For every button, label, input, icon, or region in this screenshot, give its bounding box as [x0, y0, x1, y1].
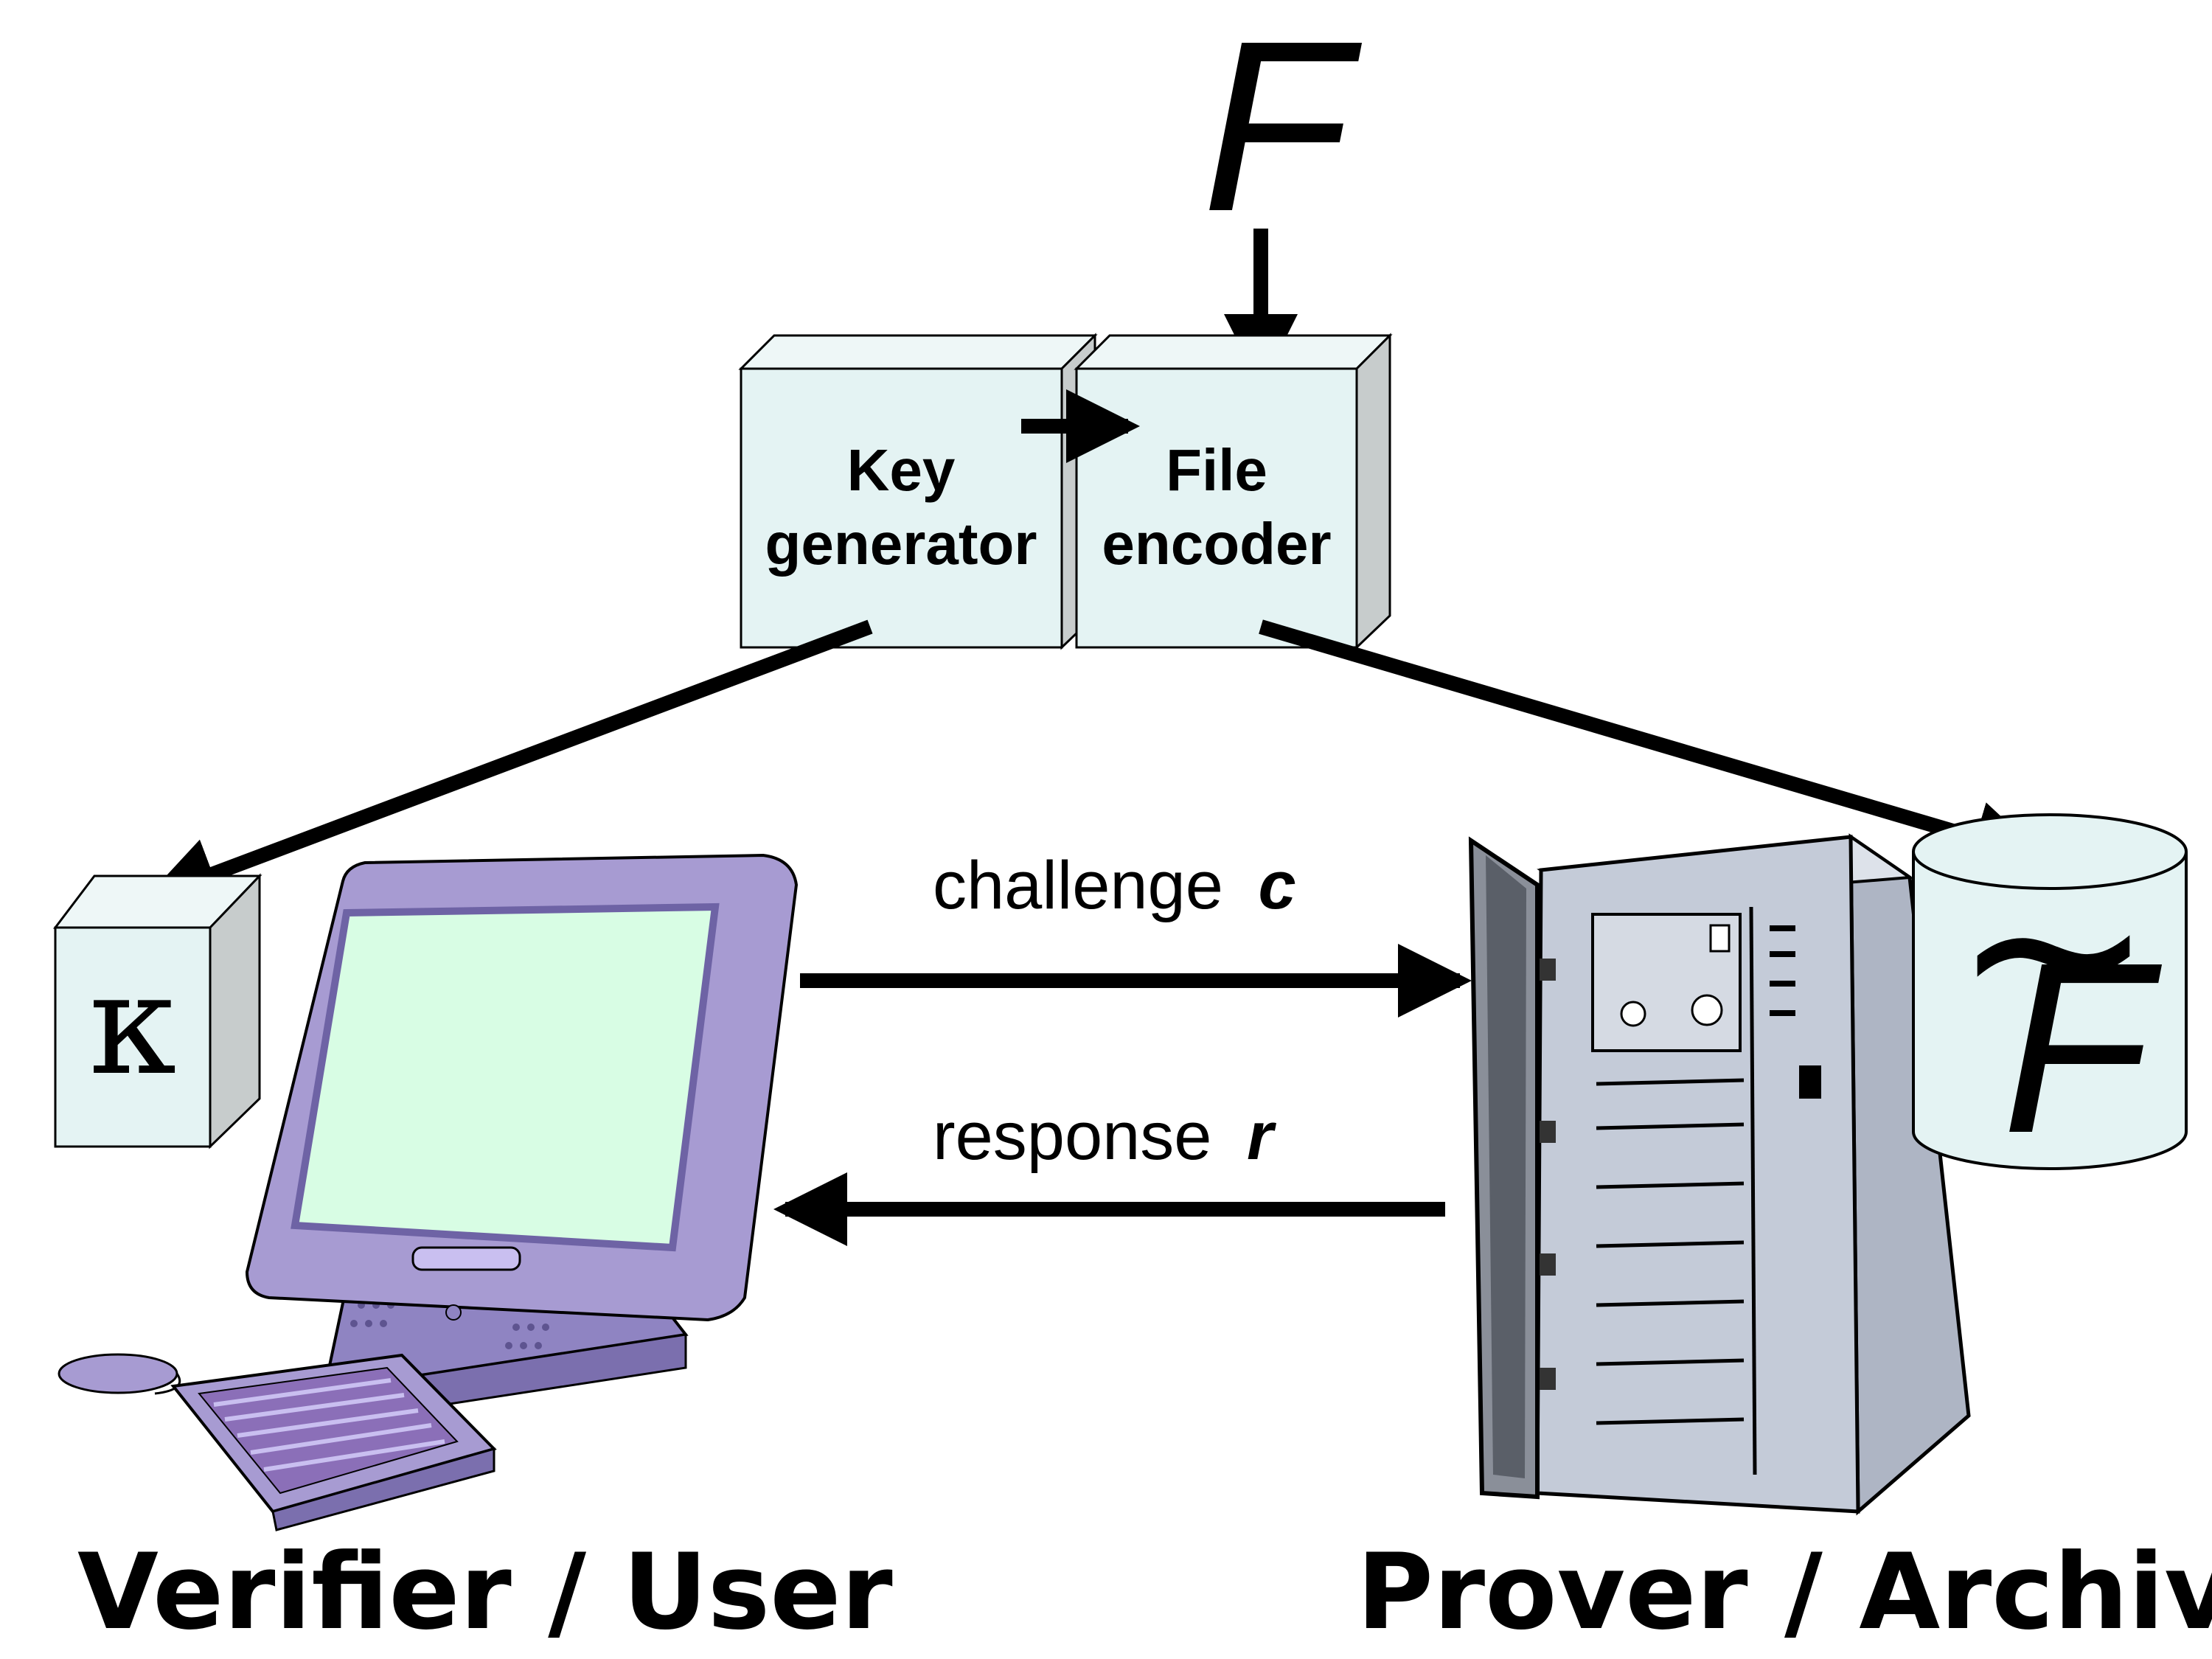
key-generator-label-line2: generator — [765, 511, 1037, 577]
response-label: response r — [933, 1099, 1276, 1174]
file-encoder-box: File encoder — [1074, 333, 1393, 650]
key-box: κ — [52, 873, 262, 1150]
database-cylinder-icon: ~ F — [1912, 807, 2188, 1183]
file-encoder-label-line2: encoder — [1102, 511, 1331, 577]
key-generator-box: Key generator — [738, 333, 1098, 650]
verifier-label: Verifier / User — [77, 1531, 893, 1653]
encoder-to-storage-arrow — [1259, 619, 2047, 874]
challenge-label: challenge c — [933, 848, 1296, 923]
file-encoder-label-line1: File — [1166, 437, 1267, 503]
encoded-file-tilde: ~ — [1952, 807, 2156, 1090]
server-rack-icon — [1468, 833, 1971, 1516]
key-symbol: κ — [89, 943, 177, 1106]
key-generator-label-line1: Key — [847, 437, 956, 503]
challenge-text: challenge — [933, 848, 1223, 923]
encoded-file-symbol: F — [2002, 911, 2166, 1183]
challenge-variable: c — [1258, 848, 1295, 923]
input-file-symbol: F — [1202, 0, 1366, 262]
response-text: response — [933, 1099, 1211, 1174]
desktop-computer-icon — [58, 853, 799, 1531]
keygen-to-key-arrow — [144, 619, 873, 909]
prover-label: Prover / Archive — [1357, 1531, 2212, 1653]
response-variable: r — [1247, 1099, 1276, 1174]
